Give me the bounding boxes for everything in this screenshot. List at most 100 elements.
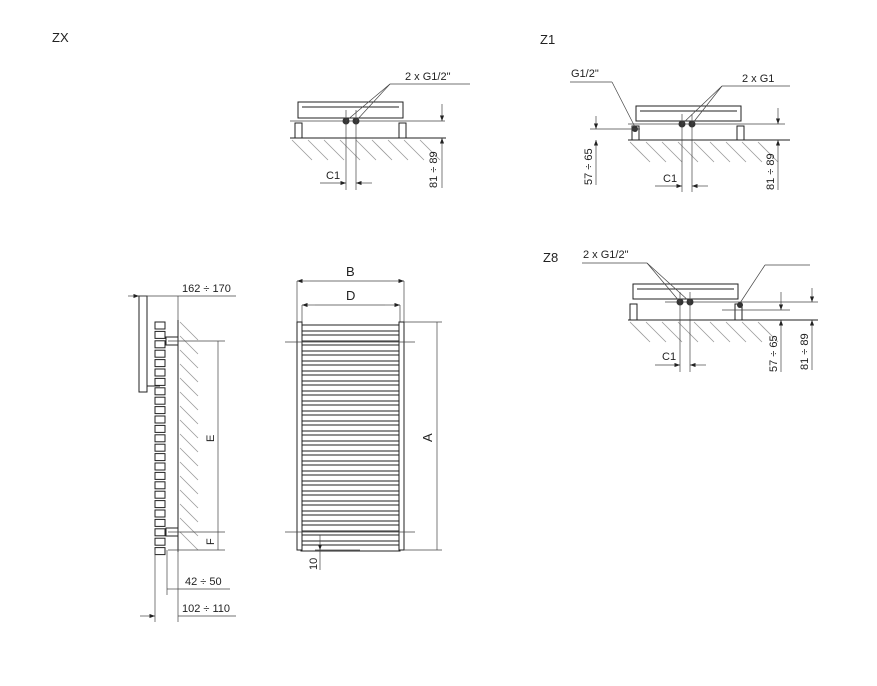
side-view: E F 162 ÷ 170 42 ÷ 50 102 ÷ 110 [128,283,236,622]
hatch-line [661,141,683,163]
column-section [154,471,166,480]
hatch-line [419,139,441,161]
hatch-line [725,321,747,343]
hatch-line [179,531,199,551]
hatch-line [179,461,199,481]
z1-connection-label: 2 x G1 [742,73,774,85]
radiator-rails [300,324,401,552]
rail [300,474,401,482]
column-section [154,453,166,462]
rail [300,524,401,532]
column-section [154,443,166,452]
column-section [154,340,166,349]
hatch-line [291,139,313,161]
column-section [154,547,166,556]
hatch-line [709,321,731,343]
column-section [154,349,166,358]
zx-title: ZX [52,30,69,45]
rail [300,454,401,462]
hatch-line [179,447,199,467]
side-wall-gap-label: 42 ÷ 50 [185,576,222,588]
zx-top-view: ZX 2 x G1/2" C1 81 ÷ 89 [52,30,470,190]
valve-icon [737,302,743,308]
rail [300,364,401,372]
rail [300,354,401,362]
column-section [154,434,166,443]
front-view: B D A 10 [285,264,442,570]
rail [300,394,401,402]
column-section [154,462,166,471]
z1-title: Z1 [540,32,555,47]
rail [300,504,401,512]
z8-height-label: 81 ÷ 89 [799,333,811,370]
column-section [154,537,166,546]
side-f-label: F [205,538,217,545]
z8-c1-label: C1 [662,351,676,363]
hatch-line [629,141,651,163]
z8-connection-label: 2 x G1/2" [583,249,629,261]
rail [300,444,401,452]
wall-hatch [179,321,199,551]
zx-connection-label: 2 x G1/2" [405,71,451,83]
front-d-label: D [346,288,355,303]
hatch-line [355,139,377,161]
column-section [154,415,166,424]
column-section [154,424,166,433]
hatch-line [757,321,779,343]
hatch-line [339,139,361,161]
rail [300,494,401,502]
hatch-line [179,349,199,369]
rail [300,424,401,432]
z1-valve-label: G1/2" [571,68,599,80]
floor-hatch [629,141,779,163]
hatch-line [693,141,715,163]
z8-top-view: Z8 2 x G1/2" C1 57 ÷ 65 81 ÷ 89 [543,249,818,372]
hatch-line [677,321,699,343]
hatch-line [179,391,199,411]
zx-c1-label: C1 [326,170,340,182]
hatch-line [629,321,651,343]
front-a-label: A [420,433,435,442]
rail [300,324,401,332]
column-section [154,509,166,518]
column-section [154,330,166,339]
hatch-line [179,475,199,495]
side-e-label: E [205,435,217,442]
hatch-line [741,321,763,343]
rail [300,434,401,442]
rail [300,514,401,522]
column-section [154,528,166,537]
column-section [154,396,166,405]
column-section [154,518,166,527]
rail [300,374,401,382]
radiator-columns [154,321,166,556]
hatch-line [645,141,667,163]
hatch-line [387,139,409,161]
side-depth-bottom-label: 102 ÷ 110 [182,603,230,615]
column-section [154,359,166,368]
hatch-line [677,141,699,163]
rail [300,344,401,352]
hatch-line [179,433,199,453]
z8-title: Z8 [543,250,558,265]
z1-top-view: Z1 G1/2" 2 x G1 C1 57 ÷ 65 81 ÷ 89 [540,32,790,192]
hatch-line [179,489,199,509]
z1-height-label: 81 ÷ 89 [765,153,777,190]
rail [300,484,401,492]
rail [300,384,401,392]
z1-valve-height-label: 57 ÷ 65 [583,148,595,185]
column-section [154,406,166,415]
hatch-line [179,321,199,341]
column-section [154,500,166,509]
hatch-line [179,335,199,355]
z1-c1-label: C1 [663,173,677,185]
column-section [154,321,166,330]
hatch-line [179,377,199,397]
rail [300,334,401,342]
front-b-label: B [346,264,355,279]
hatch-line [179,517,199,537]
hatch-line [741,141,763,163]
hatch-line [323,139,345,161]
